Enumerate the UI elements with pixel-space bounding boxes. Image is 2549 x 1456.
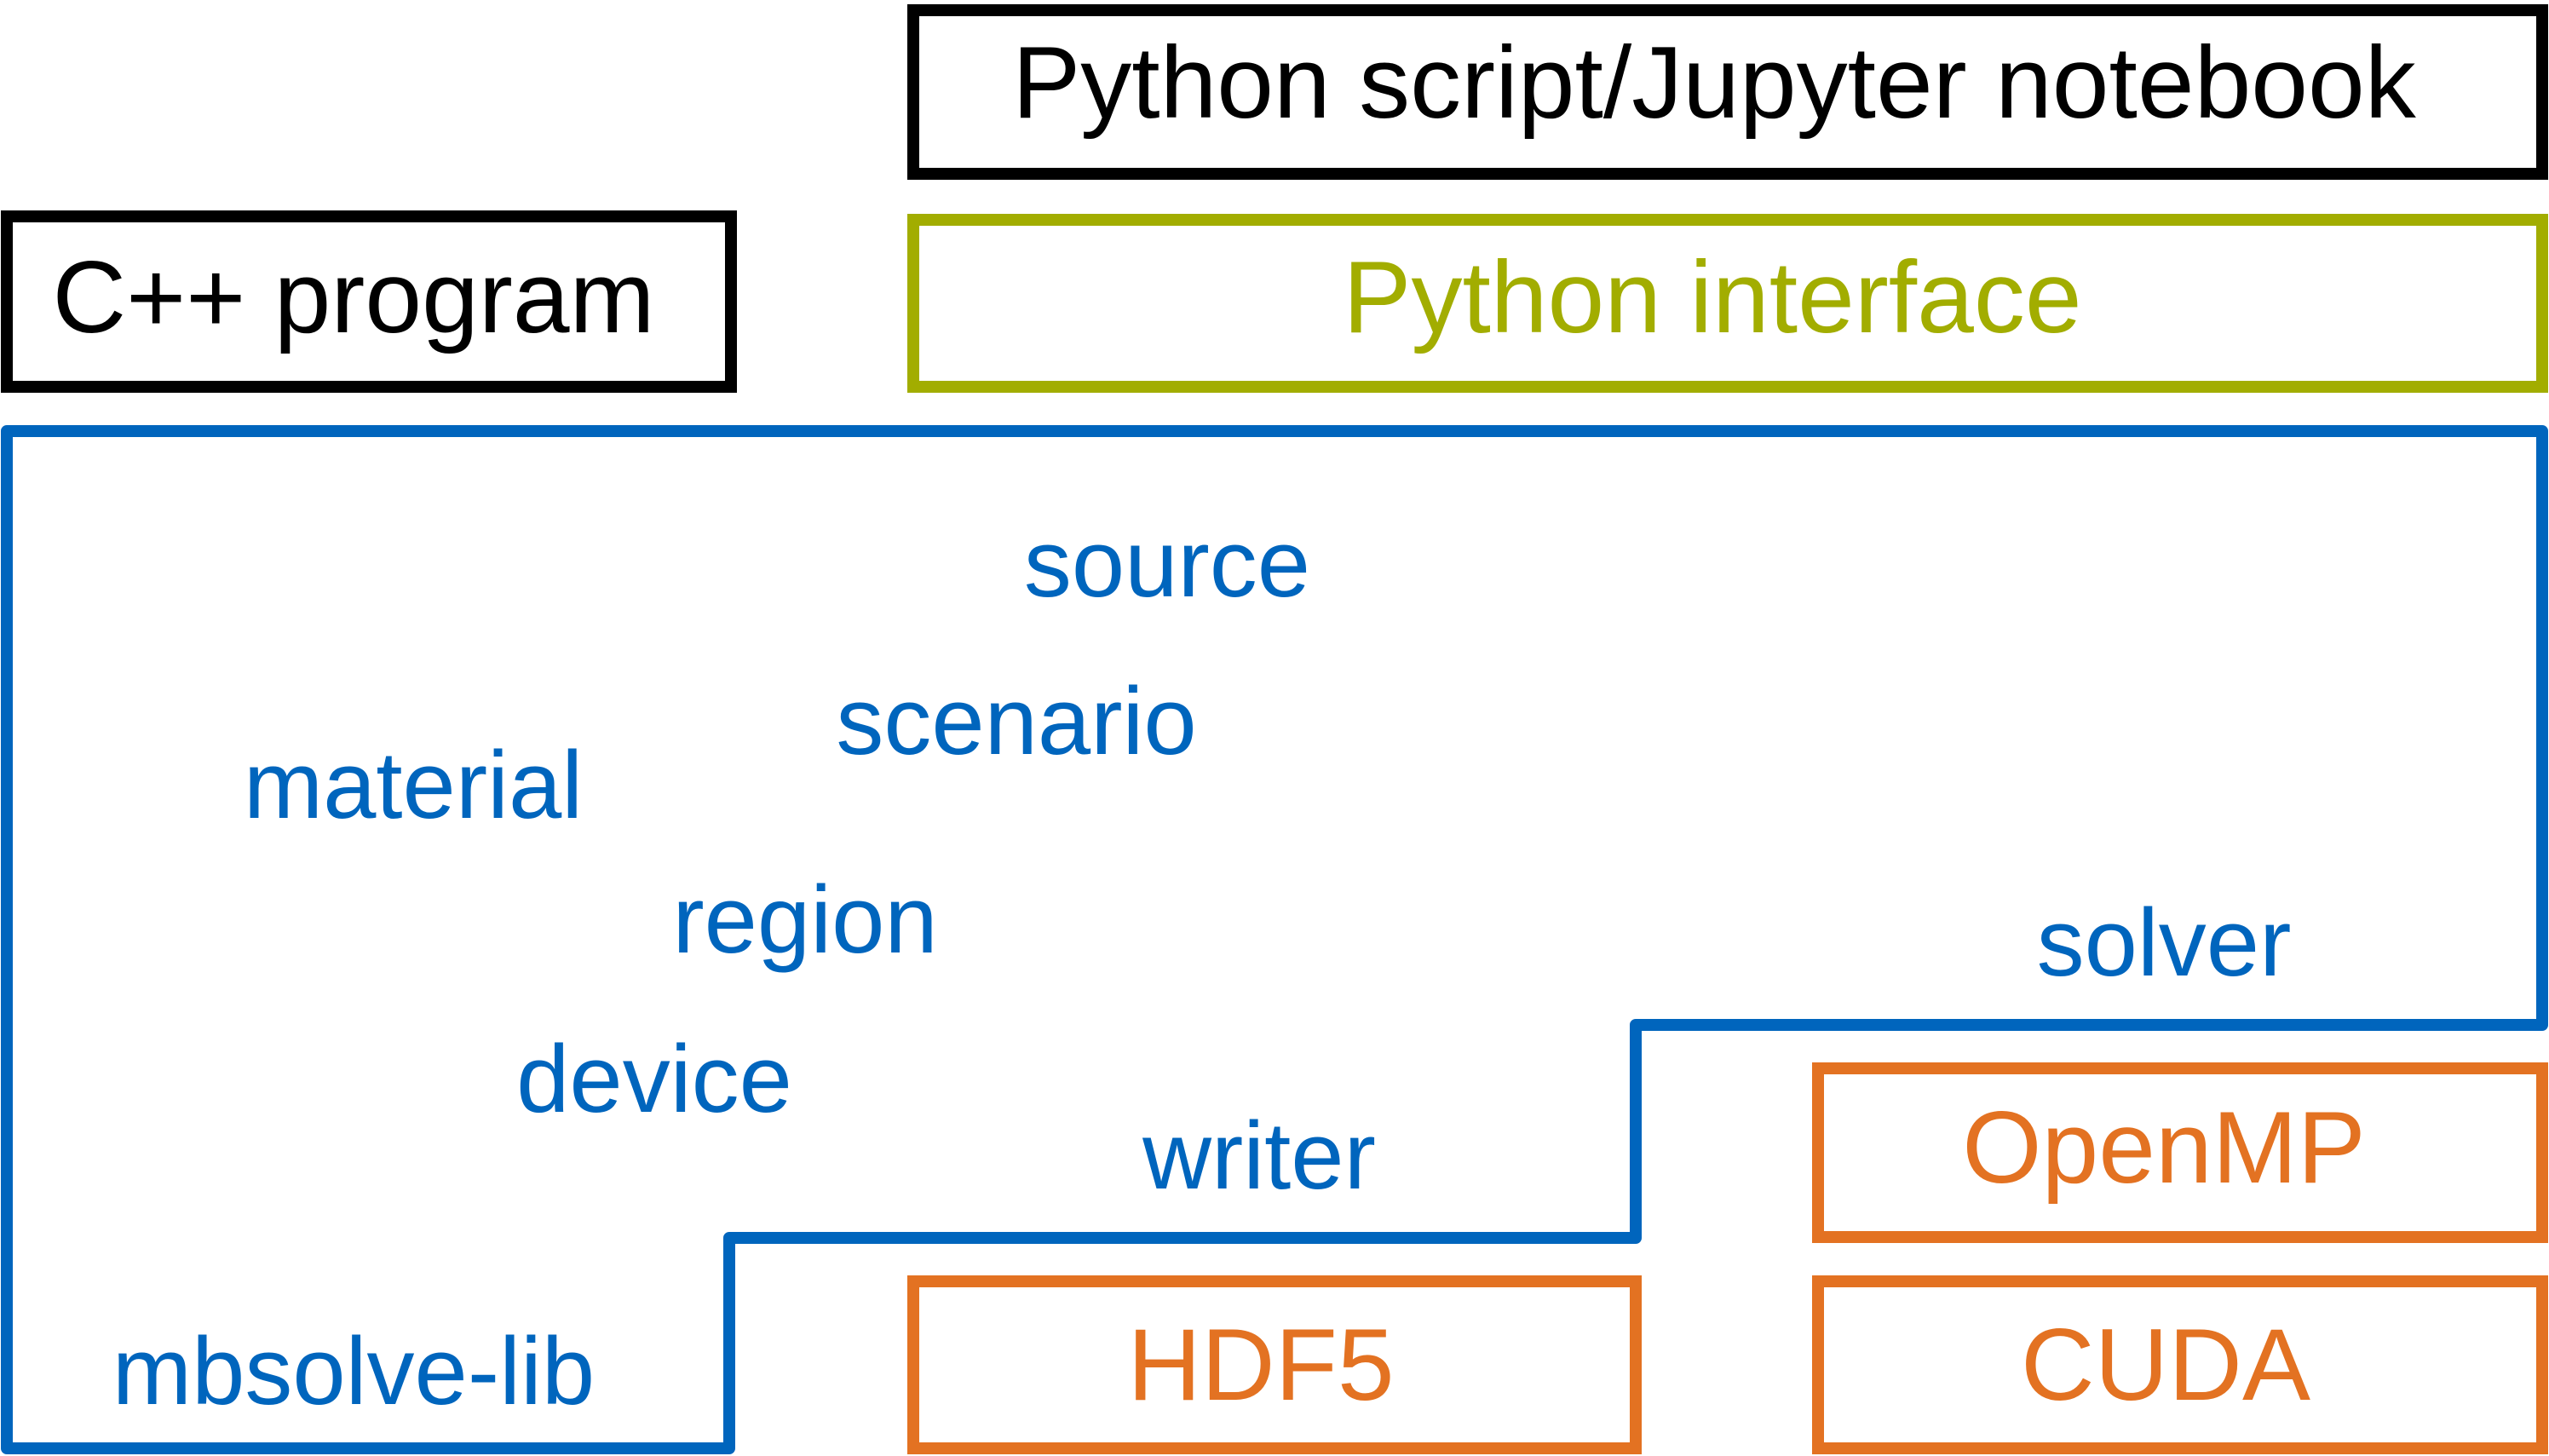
openmp-label: OpenMP [1962,1091,2366,1205]
module-device-label: device [516,1026,792,1132]
cuda-label: CUDA [2021,1308,2310,1422]
hdf5-label: HDF5 [1127,1308,1394,1422]
mbsolve-lib-label: mbsolve-lib [112,1318,595,1424]
cpp-program-label: C++ program [53,240,655,354]
module-solver-label: solver [2037,889,2292,996]
openmp-box [1812,1062,2548,1243]
module-region-label: region [672,866,937,973]
module-writer-label: writer [1142,1102,1376,1209]
python-script-box [907,4,2548,180]
python-interface-box [907,214,2548,393]
cuda-box [1812,1275,2548,1454]
module-material-label: material [244,732,583,838]
hdf5-box [907,1275,1642,1454]
mbsolve-lib-outline [1,425,2548,1454]
module-source-label: source [1024,510,1310,617]
python-script-label: Python script/Jupyter notebook [1012,26,2417,140]
python-interface-label: Python interface [1343,240,2081,354]
cpp-program-box [1,210,737,393]
module-scenario-label: scenario [836,668,1196,774]
